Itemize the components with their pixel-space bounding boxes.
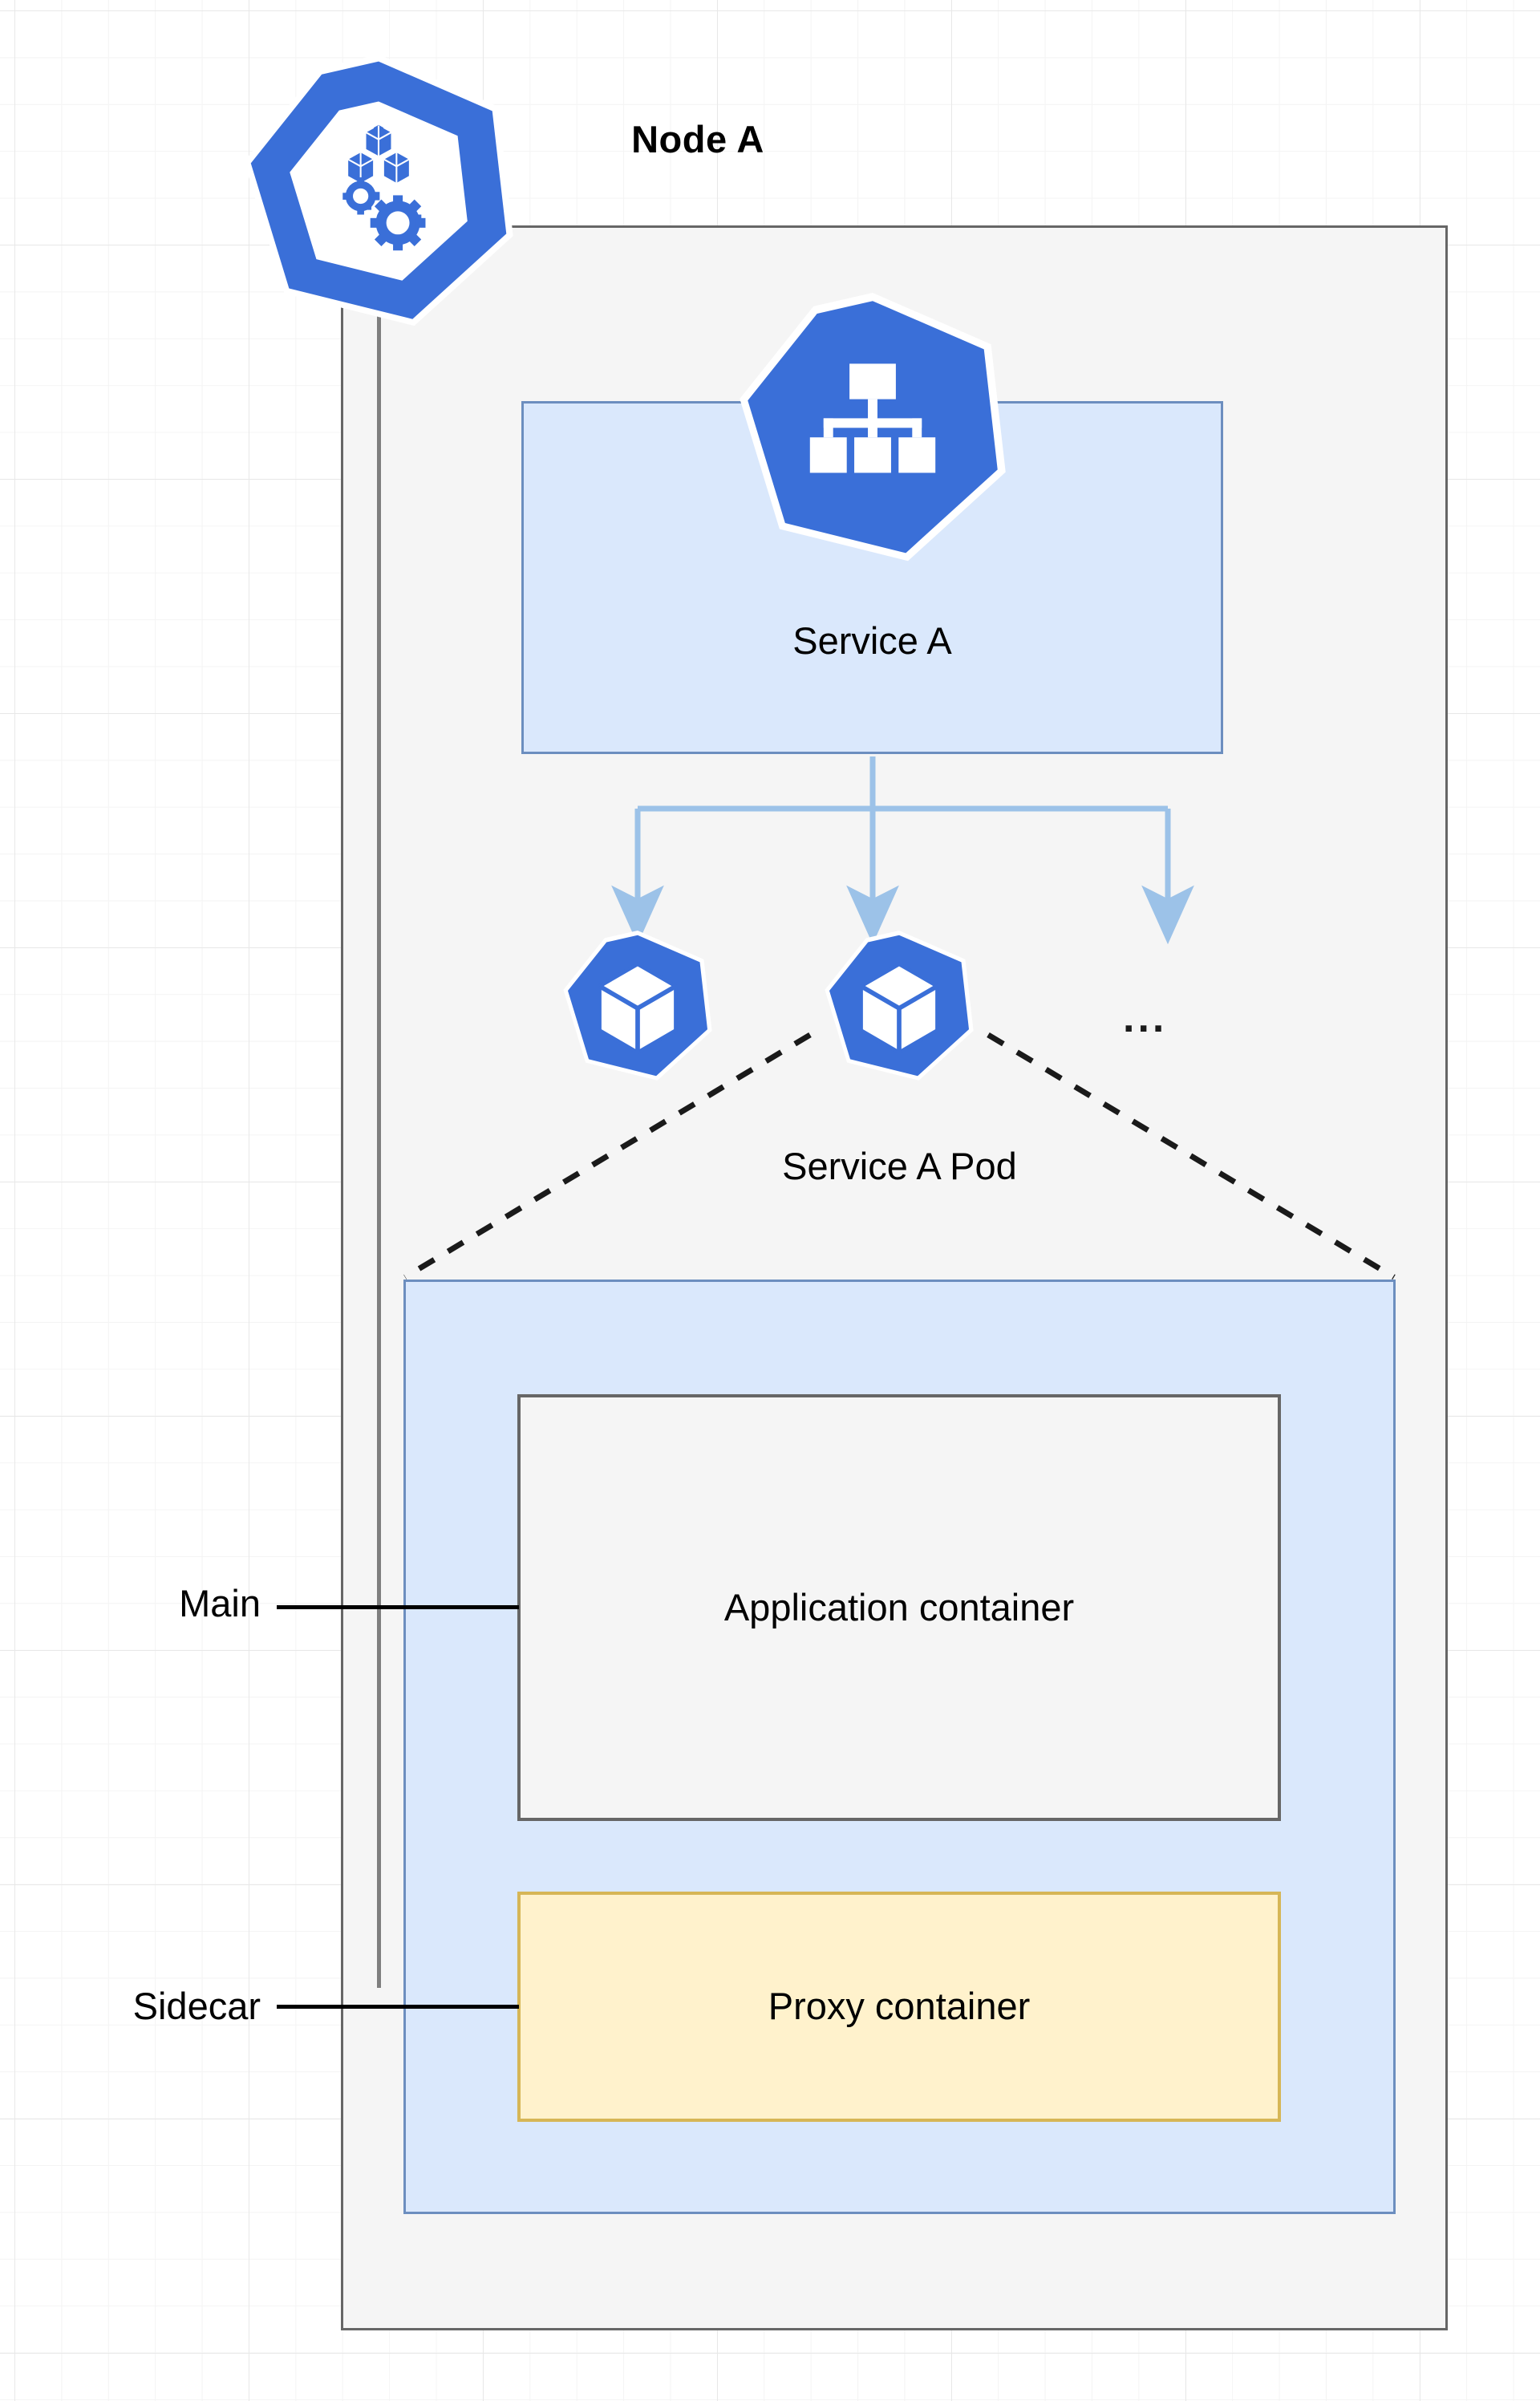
node-a-label: Node A <box>631 118 764 160</box>
proxy-container-label: Proxy container <box>768 1985 1031 2027</box>
main-leader-line <box>277 1605 519 1609</box>
more-pods-ellipsis: ... <box>1123 995 1168 1041</box>
node-left-connector <box>377 303 381 1988</box>
proxy-container-box[interactable] <box>517 1892 1281 2122</box>
service-a-box[interactable] <box>521 401 1223 754</box>
sidecar-annotation-label: Sidecar <box>132 1985 261 2027</box>
application-container-box[interactable] <box>517 1394 1281 1821</box>
sidecar-leader-line <box>277 2005 519 2009</box>
gear-small <box>345 180 380 212</box>
service-a-label: Service A <box>792 619 952 662</box>
service-a-pod-label: Service A Pod <box>782 1145 1017 1187</box>
application-container-label: Application container <box>723 1586 1075 1628</box>
main-annotation-label: Main <box>179 1582 261 1624</box>
